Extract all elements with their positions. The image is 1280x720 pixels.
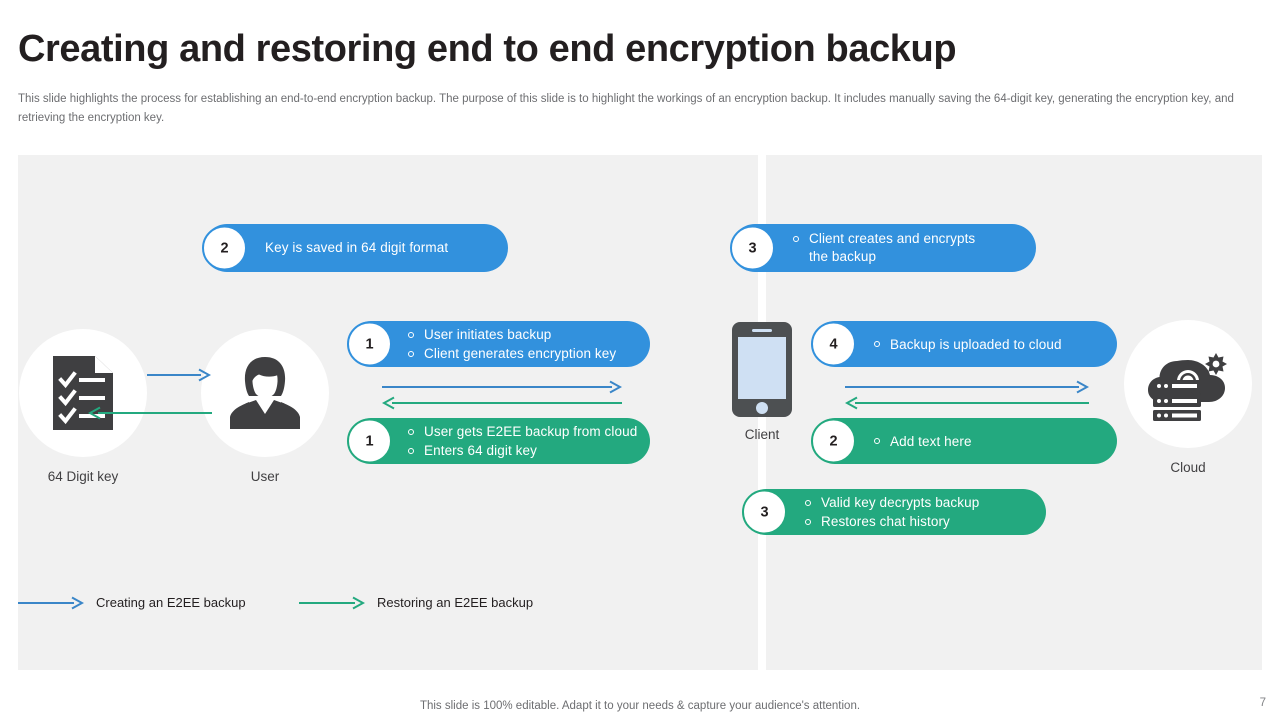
badge-number: 2 — [811, 418, 856, 464]
left-pill-initiate-backup[interactable]: 1 User initiates backup Client generates… — [347, 321, 650, 367]
node-label: User — [250, 469, 280, 484]
badge-number: 3 — [730, 225, 775, 271]
cloud-server-icon — [1148, 353, 1227, 421]
bullet-text: Add text here — [890, 433, 972, 449]
bullet-circle-icon — [805, 499, 811, 506]
bullet-text: Enters 64 digit key — [424, 443, 537, 458]
bullet-text: Backup is uploaded to cloud — [890, 336, 1062, 352]
page-title: Creating and restoring end to end encryp… — [18, 28, 957, 70]
list-item: User initiates backup — [408, 325, 616, 344]
list-item: Add text here — [874, 432, 972, 451]
node-user: User — [201, 329, 329, 484]
pill-label: Key is saved in 64 digit format — [265, 240, 449, 255]
node-label: 64 Digit key — [47, 469, 119, 484]
node-label: Client — [744, 427, 780, 442]
node-label: Cloud — [1170, 460, 1206, 475]
footer-note: This slide is 100% editable. Adapt it to… — [419, 700, 861, 712]
bullet-text: Restores chat history — [821, 514, 950, 529]
arrow-key-to-user-blue — [147, 368, 211, 382]
bullet-circle-icon — [408, 428, 414, 435]
list-item: Valid key decrypts backup — [805, 493, 979, 512]
badge-number: 4 — [811, 321, 856, 367]
bullet-list: User initiates backup Client generates e… — [408, 325, 616, 363]
right-pill-upload-cloud[interactable]: 4 Backup is uploaded to cloud — [811, 321, 1117, 367]
page-number: 7 — [1259, 697, 1266, 709]
badge-number: 1 — [347, 418, 392, 464]
badge-number: 3 — [742, 489, 787, 535]
bullet-circle-icon — [408, 350, 414, 357]
icon-circle-background — [201, 329, 329, 457]
legend-arrow-blue-icon — [18, 596, 84, 609]
legend-restoring-backup: Restoring an E2EE backup — [299, 595, 533, 610]
list-item: Restores chat history — [805, 512, 979, 531]
smartphone-icon — [732, 322, 792, 417]
checklist-document-icon — [53, 356, 113, 430]
bullet-circle-icon — [874, 438, 880, 444]
node-client: Client — [714, 322, 810, 442]
list-item: Backup is uploaded to cloud — [874, 335, 1062, 354]
bullet-circle-icon — [805, 518, 811, 525]
list-item: Enters 64 digit key — [408, 441, 637, 460]
bullet-text: User gets E2EE backup from cloud — [424, 424, 638, 439]
bullet-text: Valid key decrypts backup — [821, 495, 980, 510]
icon-circle-background — [19, 329, 147, 457]
icon-circle-background — [1124, 320, 1252, 448]
arrow-user-to-key-green — [88, 406, 212, 420]
bullet-circle-icon — [793, 236, 799, 242]
left-pill-restore-backup[interactable]: 1 User gets E2EE backup from cloud Enter… — [347, 418, 650, 464]
arrow-left-return-green — [382, 396, 622, 410]
legend-arrow-green-icon — [299, 596, 365, 609]
right-pill-add-text[interactable]: 2 Add text here — [811, 418, 1117, 464]
bullet-circle-icon — [874, 341, 880, 347]
bullet-text: Client creates and encrypts the backup — [809, 231, 976, 264]
legend-label: Restoring an E2EE backup — [377, 595, 534, 610]
right-pill-decrypt-restore[interactable]: 3 Valid key decrypts backup Restores cha… — [742, 489, 1046, 535]
bullet-text: Client generates encryption key — [424, 346, 617, 361]
bullet-list: Valid key decrypts backup Restores chat … — [805, 493, 979, 531]
page-subtitle: This slide highlights the process for es… — [18, 93, 1234, 124]
arrow-right-return-green — [845, 396, 1089, 410]
node-64-digit-key: 64 Digit key — [19, 329, 147, 484]
bullet-list: User gets E2EE backup from cloud Enters … — [408, 422, 637, 460]
arrow-right-forward-blue — [845, 380, 1089, 394]
legend-label: Creating an E2EE backup — [96, 595, 246, 610]
list-item: Client creates and encrypts the backup — [793, 230, 975, 266]
list-item: User gets E2EE backup from cloud — [408, 422, 637, 441]
badge-number: 2 — [202, 225, 247, 271]
right-pill-client-encrypts[interactable]: 3 Client creates and encrypts the backup — [730, 224, 1036, 272]
user-avatar-icon — [230, 357, 300, 429]
legend-creating-backup: Creating an E2EE backup — [18, 595, 246, 610]
list-item: Client generates encryption key — [408, 344, 616, 363]
arrow-left-forward-blue — [382, 380, 622, 394]
bullet-circle-icon — [408, 331, 414, 338]
node-cloud: Cloud — [1124, 320, 1252, 475]
left-pill-key-saved[interactable]: 2 Key is saved in 64 digit format — [202, 224, 508, 272]
badge-number: 1 — [347, 321, 392, 367]
bullet-text: User initiates backup — [424, 327, 552, 342]
bullet-circle-icon — [408, 447, 414, 454]
